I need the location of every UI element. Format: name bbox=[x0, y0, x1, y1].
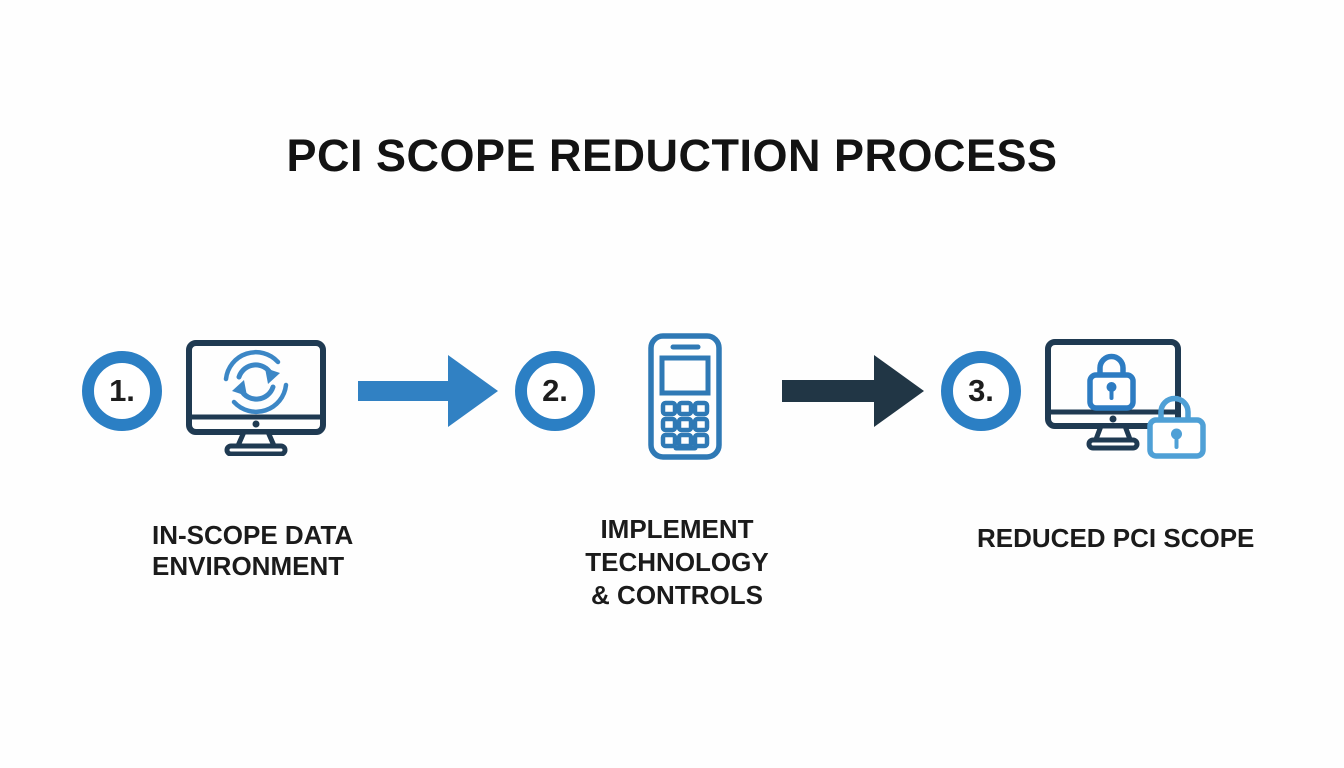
step-1-label-line: ENVIRONMENT bbox=[152, 551, 345, 581]
diagram-title: PCI SCOPE REDUCTION PROCESS bbox=[286, 130, 1058, 181]
step-1-label-line: IN-SCOPE DATA bbox=[152, 520, 354, 550]
step-3-number: 3. bbox=[968, 373, 994, 408]
step-2-label-line: & CONTROLS bbox=[591, 580, 763, 610]
step-1-number: 1. bbox=[109, 373, 135, 408]
step-1-number-badge: 1. bbox=[82, 351, 162, 431]
arrow-right-icon bbox=[782, 355, 924, 432]
step-1-label: IN-SCOPE DATA ENVIRONMENT bbox=[152, 520, 372, 582]
step-2-number: 2. bbox=[542, 373, 568, 408]
payment-terminal-icon bbox=[648, 333, 724, 466]
padlock-icon bbox=[1147, 395, 1206, 459]
arrow-2-shape bbox=[782, 355, 924, 427]
step-2-number-badge: 2. bbox=[515, 351, 595, 431]
arrow-1-shape bbox=[358, 355, 498, 427]
step-3-number-badge: 3. bbox=[941, 351, 1021, 431]
monitor-locks-icon bbox=[1043, 338, 1213, 467]
step-2-label-line: TECHNOLOGY bbox=[585, 547, 769, 577]
step-2-label-line: IMPLEMENT bbox=[600, 514, 754, 544]
step-2-label: IMPLEMENT TECHNOLOGY & CONTROLS bbox=[567, 513, 787, 612]
step-3-label: REDUCED PCI SCOPE bbox=[977, 523, 1267, 554]
step-3-label-line: REDUCED PCI SCOPE bbox=[977, 523, 1255, 553]
padlock-icon bbox=[1087, 353, 1136, 411]
monitor-vortex-icon bbox=[186, 340, 326, 461]
arrow-right-icon bbox=[358, 355, 498, 432]
